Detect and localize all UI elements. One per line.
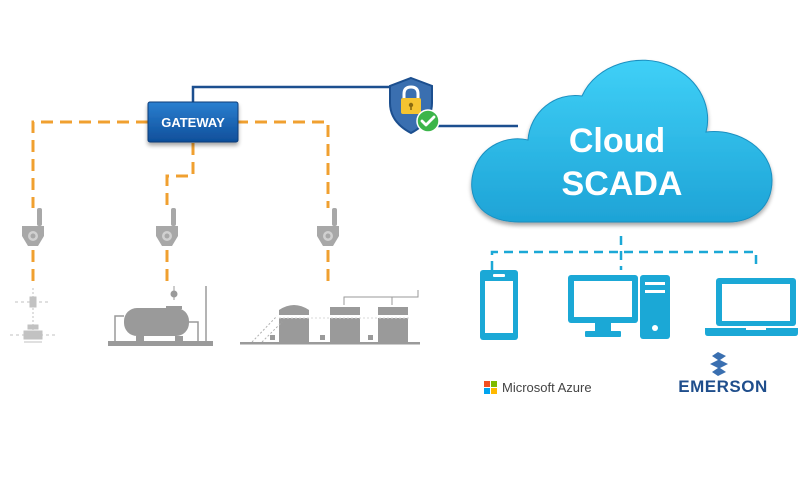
cloud-title-line1: Cloud xyxy=(569,122,665,160)
emerson-label: EMERSON xyxy=(678,377,767,396)
cloud-scada-node[interactable]: Cloud SCADA xyxy=(471,59,773,223)
gateway-label: GATEWAY xyxy=(161,115,225,130)
azure-label: Microsoft Azure xyxy=(502,380,592,395)
wireless-transmitter-icon xyxy=(22,208,44,246)
shield-lock-icon xyxy=(389,76,440,135)
secure-link xyxy=(191,85,518,128)
wellhead-equipment xyxy=(10,288,56,343)
wireless-transmitter-icon xyxy=(156,208,178,246)
cloud-title-line2: SCADA xyxy=(562,165,683,203)
check-icon xyxy=(416,109,440,133)
gateway-node[interactable]: GATEWAY xyxy=(147,101,239,143)
wireless-links xyxy=(31,120,330,285)
emerson-logo: EMERSON xyxy=(678,352,767,396)
client-links xyxy=(490,236,758,270)
separator-tank-equipment xyxy=(108,286,213,346)
microsoft-azure-logo: Microsoft Azure xyxy=(484,380,592,395)
smartphone-icon[interactable] xyxy=(480,270,518,340)
storage-tanks-equipment xyxy=(240,290,420,345)
desktop-computer-icon[interactable] xyxy=(568,275,670,339)
emerson-mark-icon xyxy=(710,352,728,376)
laptop-icon[interactable] xyxy=(705,278,798,336)
wireless-transmitter-icon xyxy=(317,208,339,246)
